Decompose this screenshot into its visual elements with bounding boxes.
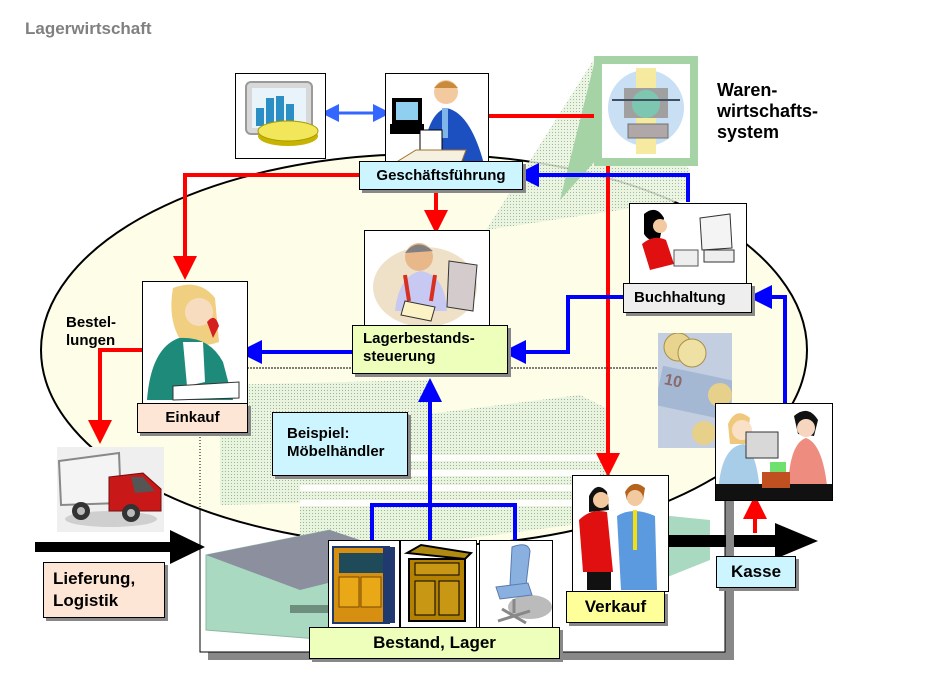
outbound-flow-arrow <box>665 523 818 559</box>
page-title: Lagerwirtschaft <box>25 19 152 38</box>
sales-people-icon <box>579 483 657 590</box>
bestellungen-line-1: Bestel- <box>66 314 117 331</box>
system-label: Waren- wirtschafts- system <box>717 80 818 143</box>
kasse-picture <box>715 403 833 501</box>
bestellungen-label: Bestel- lungen <box>66 314 116 350</box>
dresser-icon <box>403 543 474 622</box>
verkauf-picture <box>572 475 669 592</box>
blue-flows <box>238 163 787 540</box>
beispiel-line-1: Beispiel: <box>287 425 350 442</box>
verkauf-label[interactable]: Verkauf <box>566 591 665 623</box>
geschaeftsfuehrung-label[interactable]: Geschäftsführung <box>359 161 523 190</box>
cashier-counter-icon <box>716 410 832 500</box>
bestellungen-line-2: lungen <box>66 332 116 349</box>
office-chair-icon <box>495 544 552 625</box>
buchhaltung-label[interactable]: Buchhaltung <box>623 283 752 313</box>
lieferung-line-1: Lieferung, <box>53 569 136 588</box>
executive-at-desk-icon <box>388 80 484 167</box>
accountant-computer-icon <box>642 209 735 270</box>
system-picture-frame <box>594 56 698 166</box>
lagerbestand-picture <box>364 230 490 330</box>
bestand-item-cabinet <box>328 540 400 629</box>
lieferung-line-2: Logistik <box>53 591 119 610</box>
delivery-truck-picture <box>57 447 164 532</box>
lieferung-label[interactable]: Lieferung, Logistik <box>43 562 165 618</box>
delivery-truck-icon <box>57 451 162 527</box>
system-beam-edge <box>560 56 596 200</box>
cabinet-icon <box>332 546 395 624</box>
buyer-on-phone-icon <box>147 284 240 401</box>
system-label-line-2: wirtschafts- <box>717 101 819 121</box>
buchhaltung-picture <box>629 203 747 285</box>
beispiel-line-2: Möbelhändler <box>287 443 385 460</box>
clerk-writing-icon <box>373 243 478 327</box>
lagerbestand-label-line-1: Lagerbestands- <box>363 330 475 347</box>
bestand-item-chair <box>479 540 553 629</box>
svg-text:10: 10 <box>663 371 684 391</box>
bestand-item-dresser <box>400 540 477 629</box>
analytics-picture <box>235 73 326 159</box>
geschaeftsfuehrung-picture <box>385 73 489 171</box>
lagerbestandssteuerung-label[interactable]: Lagerbestands- steuerung <box>352 325 508 374</box>
kasse-label[interactable]: Kasse <box>716 556 796 588</box>
lagerbestand-label-line-2: steuerung <box>363 348 436 365</box>
bestand-label[interactable]: Bestand, Lager <box>309 627 560 659</box>
system-picture <box>602 64 690 158</box>
beispiel-label: Beispiel: Möbelhändler <box>272 412 408 476</box>
network-globe-icon <box>608 68 684 154</box>
inbound-flow-arrow <box>35 530 205 564</box>
einkauf-picture <box>142 281 248 405</box>
system-label-line-3: system <box>717 122 780 142</box>
system-label-line-1: Waren- <box>717 80 778 100</box>
chart-database-icon <box>245 81 319 146</box>
einkauf-label[interactable]: Einkauf <box>137 403 248 433</box>
